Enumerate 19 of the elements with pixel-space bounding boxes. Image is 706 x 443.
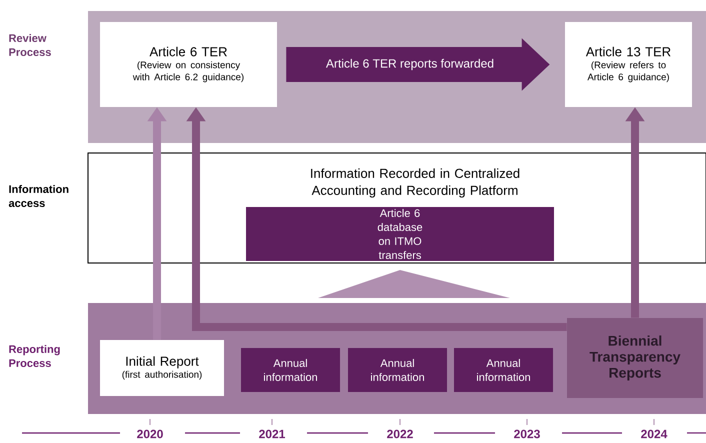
year-label: 2021	[259, 430, 285, 438]
heading-text: Information Recorded in Centralized Accounting and Recording Platform	[311, 168, 520, 198]
row-heading: Reporting Process	[9, 344, 60, 368]
report-box: Initial Report (first authorisation)	[100, 340, 224, 396]
info-box: Article 6 database on ITMO transfers	[246, 206, 554, 262]
report-box: Article 13 TER (Review refers to Article 6 guidance)	[565, 22, 692, 107]
info-box: Annual information	[454, 348, 553, 392]
year-label: 2023	[514, 430, 540, 438]
year-label: 2020	[137, 430, 163, 438]
year-label: 2024	[641, 430, 668, 438]
year-label: 2022	[387, 430, 413, 438]
report-box: Biennial Transparency Reports	[567, 318, 703, 398]
info-box: Annual information	[348, 348, 447, 392]
report-box: Article 6 TER (Review on consistency with Article 6.2 guidance)	[100, 22, 277, 107]
pointer-triangle	[318, 270, 510, 298]
row-heading: Review Process	[9, 34, 51, 56]
edge-label: Article 6 TER reports forwarded	[326, 58, 494, 70]
row-heading: Information access	[8, 184, 68, 208]
info-box: Annual information	[241, 348, 340, 392]
